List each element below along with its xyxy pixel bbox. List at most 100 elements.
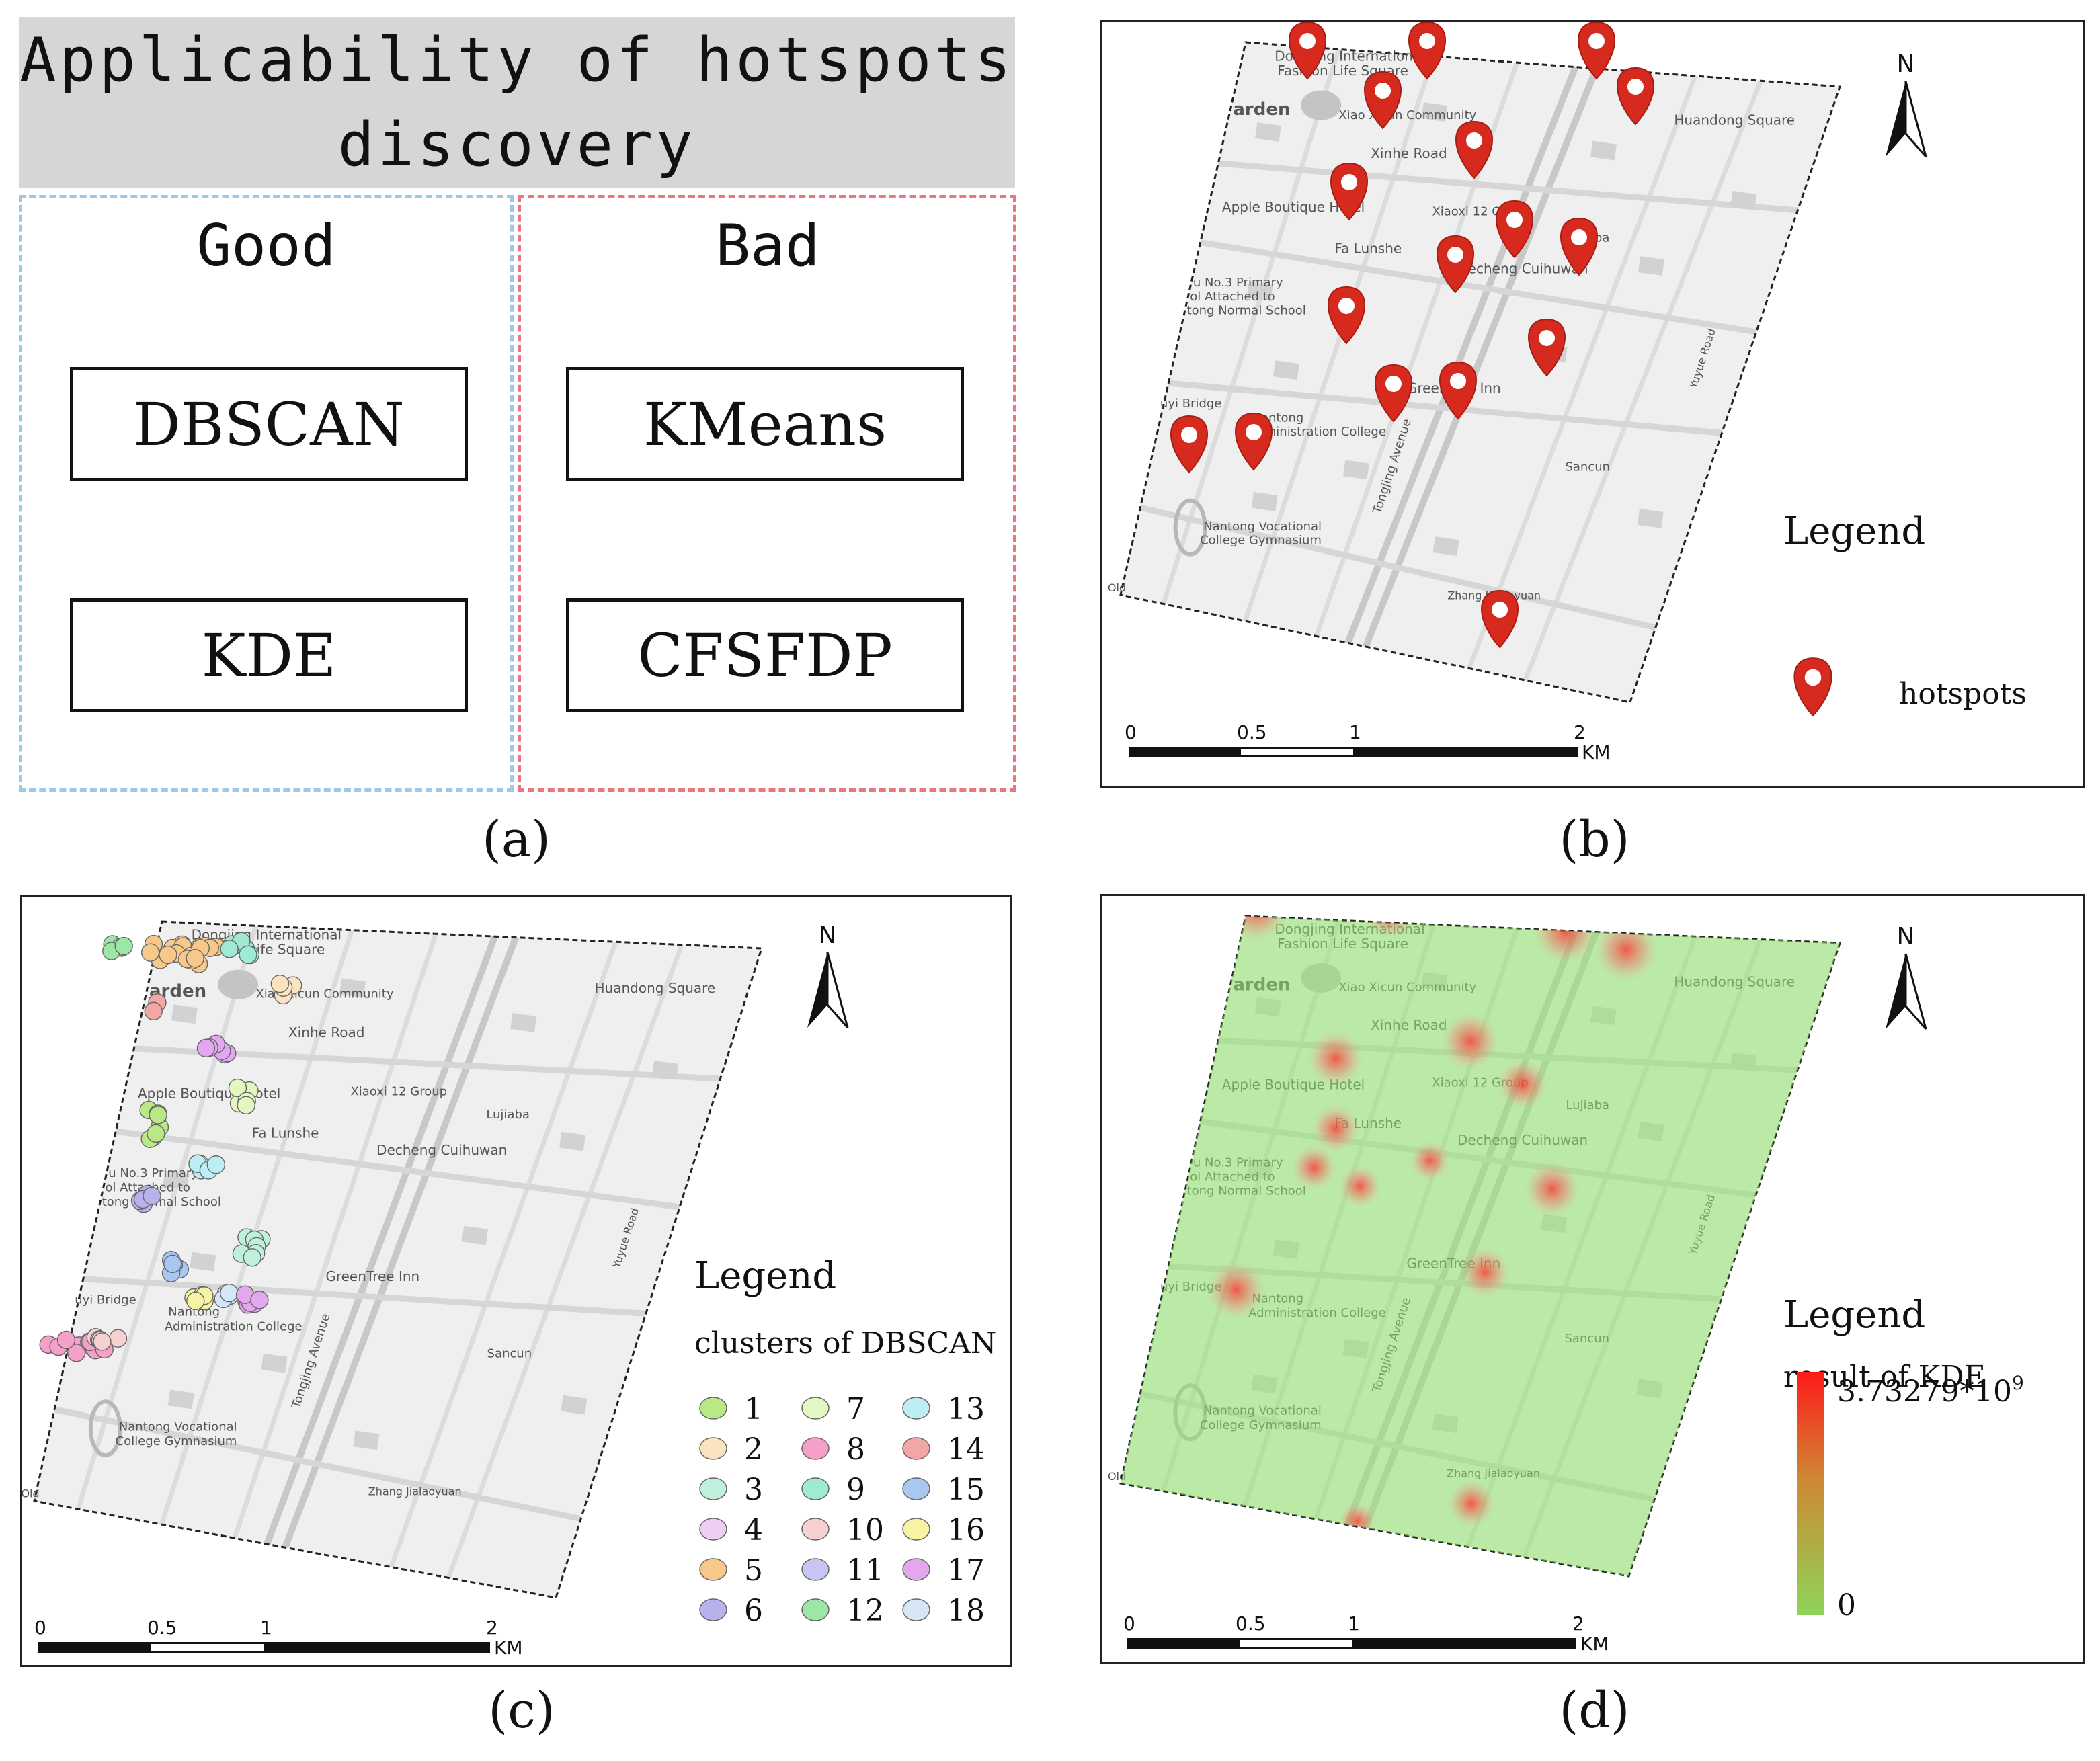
hotspot-marker-icon [1481,589,1519,649]
cluster-point [143,1186,161,1206]
cluster-17 [196,1034,237,1064]
cluster-point [243,1248,261,1267]
kde-hotspot [1524,1161,1580,1217]
cluster-point [196,1038,216,1057]
hotspot-marker-icon [1560,217,1598,276]
north-arrow: N [807,922,849,1028]
cluster-5 [178,936,226,970]
svg-text:4: 4 [744,1513,763,1547]
hotspot-marker-icon [1528,318,1566,377]
map-label-lujiaba: Lujiaba [486,1108,530,1122]
cluster-point [114,936,133,956]
legend-cluster-16: 16 [902,1513,985,1547]
cluster-15 [161,1250,190,1282]
hotspot-marker-icon [1375,364,1412,423]
map-label-greentree: GreenTree Inn [325,1268,419,1284]
north-arrow: N [1886,50,1927,157]
svg-text:12: 12 [846,1594,884,1628]
svg-text:5: 5 [744,1553,763,1588]
map-label-xiaoxi12: Xiaoxi 12 Group [350,1085,447,1099]
legend-cluster-3: 3 [699,1473,763,1507]
bad-methods-box [518,195,1016,792]
scale-unit: KM [1580,1633,1609,1655]
hotspot-marker-icon [1437,235,1474,294]
cluster-point [163,1254,182,1273]
kde-hotspot [1311,1104,1360,1153]
kde-max-label: 3.73279*109 [1837,1372,2024,1409]
map-label-school3: tong Normal School [1187,303,1306,317]
map-label-xiaoxicun: Xiao Xicun Community [1338,108,1476,122]
north-arrow-right [826,952,849,1028]
north-arrow-left [1886,954,1906,1029]
kde-hotspot [1361,916,1420,939]
map-area [34,922,762,1598]
map-label-garden: arden [1233,99,1290,120]
kde-surface [1121,916,1840,1576]
legend-title: Legend [694,1254,836,1298]
cluster-3 [232,1228,271,1267]
map-label-sancun: Sancun [487,1347,532,1361]
panel-a-title-bar: Applicability of hotspots discovery [19,17,1015,188]
north-arrow-left [807,952,827,1028]
kde-hotspot [1207,1260,1266,1319]
caption-a: (a) [482,811,551,868]
cluster-2 [270,974,302,1005]
north-arrow: N [1886,923,1927,1030]
map-label-vocational2: College Gymnasium [116,1434,237,1448]
svg-text:3: 3 [744,1473,763,1507]
cluster-point [140,943,160,962]
map-area [1121,42,1840,702]
hotspot-marker-icon [1455,120,1493,179]
cluster-point [220,1283,239,1303]
cluster-point [237,1096,255,1115]
hotspot-marker-icon [1330,162,1368,221]
map-label-yubridge: uyi Bridge [75,1293,136,1307]
hotspot-marker-icon [1496,200,1533,259]
map-label-zhang: Zhang Jialaoyuan [368,1485,462,1498]
map-label-school2: ol Attached to [1190,290,1275,304]
cluster-13 [188,1154,226,1180]
cluster-10 [86,1327,128,1351]
map-label-school1: u No.3 Primary [1193,276,1283,290]
legend-subtitle: clusters of DBSCAN [694,1326,996,1360]
scale-label: 2 [1572,1612,1584,1635]
map-label-xinhe: Xinhe Road [1371,145,1447,161]
map-label-falunshe: Fa Lunshe [1334,241,1402,257]
caption-d: (d) [1559,1682,1630,1739]
north-label: N [1897,923,1915,950]
north-label: N [819,922,837,949]
north-arrow-right [1904,81,1927,157]
cluster-point [67,1344,86,1362]
good-methods-box [19,195,514,792]
cluster-point [93,1332,112,1351]
legend-cluster-8: 8 [801,1432,865,1467]
legend-title: Legend [1783,509,1925,553]
kde-hotspot [1441,1012,1500,1071]
map-label-school3: tong Normal School [102,1195,221,1209]
kde-hotspot [1594,917,1658,982]
kde-hotspot [1410,1141,1450,1181]
cluster-17 [235,1285,269,1314]
legend-hotspots-label: hotspots [1899,677,2027,711]
map-label-old: Old [22,1487,40,1500]
svg-text:10: 10 [846,1513,884,1547]
cluster-12 [102,935,133,960]
scale-label: 0 [1125,721,1137,743]
map-label-decheng: Decheng Cuihuwan [1457,261,1588,277]
map-label-nantong2: Administration College [1248,425,1386,439]
scale-label: 0.5 [1237,721,1267,743]
hotspot-marker-icon [1408,22,1446,80]
scale-label: 0 [34,1616,46,1639]
legend-cluster-7: 7 [801,1392,865,1426]
svg-text:8: 8 [846,1432,865,1467]
legend-cluster-10: 10 [801,1513,884,1547]
kde-hotspot [1497,1059,1548,1110]
method-cfsfdp: CFSFDP [566,598,964,712]
kde-hotspot [1338,1165,1381,1208]
north-arrow-right [1904,953,1927,1030]
hotspot-marker-icon [1364,71,1402,130]
good-label: Good [196,212,336,280]
